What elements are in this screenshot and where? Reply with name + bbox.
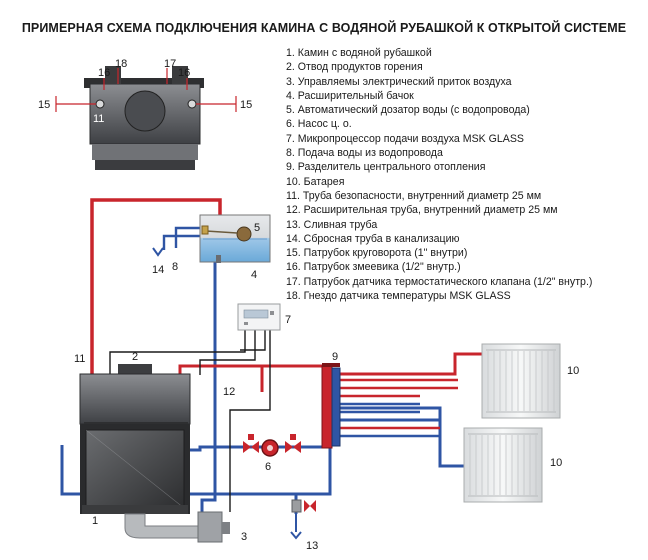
- label-1: 1: [92, 515, 98, 527]
- label-10-bottom: 10: [550, 457, 562, 469]
- radiator-top: [481, 343, 561, 419]
- top-view-connector-lines: [55, 68, 237, 112]
- scheme-labels: 1 2 3 4 5 6 7 8 9 10 10 11 12 13 14: [74, 222, 579, 552]
- label-13: 13: [306, 540, 318, 552]
- legend-item: 18. Гнездо датчика температуры MSK GLASS: [286, 290, 511, 303]
- label-16-right: 16: [178, 67, 190, 79]
- label-15-right: 15: [240, 99, 252, 111]
- legend-item: 9. Разделитель центрального отопления: [286, 161, 486, 174]
- label-2: 2: [132, 351, 138, 363]
- circulation-pump: [261, 439, 279, 457]
- label-14: 14: [152, 264, 164, 276]
- legend-item: 15. Патрубок круговорота (1" внутри): [286, 247, 468, 260]
- legend-item: 17. Патрубок датчика термостатического к…: [286, 275, 593, 288]
- legend-item: 3. Управляемы электрический приток возду…: [286, 75, 512, 88]
- supply-pipes: [178, 352, 482, 392]
- legend: 1. Камин с водяной рубашкой 2. Отвод про…: [286, 46, 592, 303]
- legend-item: 7. Микропроцессор подачи воздуха MSK GLA…: [286, 132, 524, 145]
- control-lines: [109, 330, 271, 512]
- valves: [243, 434, 316, 513]
- distribution-manifold: [321, 363, 341, 449]
- expansion-tank: [199, 214, 271, 263]
- page-title: ПРИМЕРНАЯ СХЕМА ПОДКЛЮЧЕНИЯ КАМИНА С ВОД…: [21, 21, 627, 35]
- radiator-bottom: [463, 427, 543, 503]
- label-11-top: 11: [93, 113, 104, 125]
- label-17: 17: [164, 58, 176, 70]
- legend-item: 12. Расширительная труба, внутренний диа…: [286, 204, 558, 217]
- safety-pipe-11: [90, 198, 222, 375]
- label-12: 12: [223, 386, 235, 398]
- label-16-left: 16: [98, 67, 110, 79]
- water-supply-pipe-8: [162, 226, 200, 250]
- legend-item: 5. Автоматический дозатор воды (с водопр…: [286, 104, 530, 117]
- fireplace: [79, 364, 191, 514]
- label-10-top: 10: [567, 365, 579, 377]
- legend-item: 13. Сливная труба: [286, 218, 378, 231]
- legend-item: 6. Насос ц. о.: [286, 118, 352, 131]
- drain-funnel-13: [290, 514, 302, 540]
- label-6: 6: [265, 461, 271, 473]
- label-7: 7: [285, 314, 291, 326]
- legend-item: 1. Камин с водяной рубашкой: [286, 47, 432, 59]
- label-18: 18: [115, 58, 127, 70]
- legend-item: 14. Сбросная труба в канализацию: [286, 232, 460, 245]
- legend-item: 4. Расширительный бачок: [286, 89, 414, 102]
- top-view-labels: 15 16 18 17 16 15 11: [38, 58, 252, 125]
- air-intake-duct: [124, 511, 230, 543]
- legend-item: 8. Подача воды из водопровода: [286, 147, 443, 160]
- microprocessor-controller: [237, 303, 281, 331]
- label-11: 11: [74, 353, 85, 365]
- radiator-fins: [469, 351, 555, 495]
- label-8: 8: [172, 261, 178, 273]
- fireplace-top-view: [84, 66, 204, 170]
- label-4: 4: [251, 269, 257, 281]
- drain-funnel-14: [152, 247, 164, 257]
- legend-item: 2. Отвод продуктов горения: [286, 61, 423, 74]
- label-15-left: 15: [38, 99, 50, 111]
- manifold-branches: [338, 378, 458, 438]
- label-5: 5: [254, 222, 260, 234]
- legend-item: 11. Труба безопасности, внутренний диаме…: [286, 189, 542, 202]
- label-9: 9: [332, 351, 338, 363]
- legend-item: 10. Батарея: [286, 175, 345, 188]
- label-3: 3: [241, 531, 247, 543]
- expansion-pipe-12: [200, 262, 217, 512]
- legend-item: 16. Патрубок змеевика (1/2" внутр.): [286, 261, 461, 274]
